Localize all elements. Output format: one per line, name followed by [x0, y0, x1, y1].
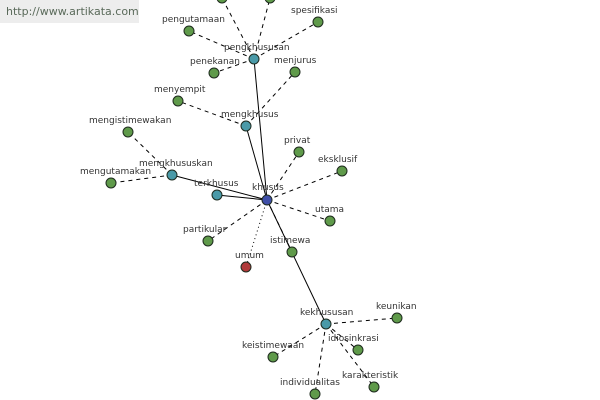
- node-penekanan[interactable]: [208, 67, 220, 79]
- edge-kekhususan-karakteristik: [325, 323, 375, 388]
- node-mengutamakan[interactable]: [105, 177, 117, 189]
- node-label-mengistimewakan[interactable]: mengistimewakan: [89, 116, 171, 126]
- node-label-pengutamaan[interactable]: pengutamaan: [162, 15, 225, 25]
- node-layer: [105, 0, 403, 400]
- node-label-umum[interactable]: umum: [235, 251, 264, 261]
- node-label-menyempit[interactable]: menyempit: [154, 85, 206, 95]
- node-pengutamaan[interactable]: [183, 25, 195, 37]
- node-label-pengkhususan[interactable]: pengkhususan: [224, 43, 290, 53]
- node-menyempit[interactable]: [172, 95, 184, 107]
- node-label-karakteristik[interactable]: karakteristik: [342, 371, 399, 381]
- node-label-mengkhususkan[interactable]: mengkhususkan: [139, 159, 213, 169]
- node-mengkhususkan[interactable]: [166, 169, 178, 181]
- edge-pengkhususan-top-b: [253, 0, 270, 60]
- edge-kekhususan-idiosinkrasi: [325, 323, 359, 351]
- node-label-terkhusus[interactable]: terkhusus: [194, 179, 239, 189]
- node-label-mengutamakan[interactable]: mengutamakan: [80, 167, 151, 177]
- node-label-penekanan[interactable]: penekanan: [190, 57, 240, 67]
- node-keunikan[interactable]: [391, 312, 403, 324]
- node-label-individualitas[interactable]: individualitas: [280, 378, 340, 388]
- edge-mengkhususkan-mengistimewakan: [127, 131, 173, 176]
- node-label-keunikan[interactable]: keunikan: [376, 302, 417, 312]
- edge-khusus-partikular: [207, 199, 268, 242]
- site-url-banner: http://www.artikata.com: [0, 0, 139, 23]
- node-privat[interactable]: [293, 146, 305, 158]
- node-partikular[interactable]: [202, 235, 214, 247]
- edge-kekhususan-keunikan: [325, 317, 398, 325]
- edge-pengkhususan-pengutamaan: [188, 30, 255, 60]
- edge-khusus-kekhususan: [266, 199, 327, 325]
- label-layer: khusus pengkhususan mengkhusus mengkhususka…: [80, 6, 417, 388]
- edge-khusus-eksklusif: [266, 170, 343, 201]
- node-umum[interactable]: [240, 261, 252, 273]
- node-utama[interactable]: [324, 215, 336, 227]
- node-top-b[interactable]: [264, 0, 276, 4]
- edge-pengkhususan-spesifikasi: [253, 21, 319, 60]
- node-kekhususan[interactable]: [320, 318, 332, 330]
- edge-khusus-mengkhusus: [245, 125, 268, 201]
- node-label-mengkhusus[interactable]: mengkhusus: [221, 110, 279, 120]
- site-url-link[interactable]: http://www.artikata.com: [6, 5, 139, 18]
- node-label-privat[interactable]: privat: [284, 136, 311, 146]
- node-label-kekhususan[interactable]: kekhususan: [300, 308, 353, 318]
- edge-khusus-pengkhususan: [253, 58, 268, 201]
- edge-pengkhususan-top-a: [222, 0, 255, 60]
- node-label-spesifikasi[interactable]: spesifikasi: [291, 6, 338, 16]
- edge-khusus-privat: [266, 151, 300, 201]
- edge-khusus-terkhusus: [216, 194, 268, 201]
- node-label-khusus[interactable]: khusus: [252, 183, 284, 193]
- edge-layer: [110, 0, 398, 395]
- edge-mengkhususkan-mengutamakan: [110, 174, 173, 184]
- node-label-eksklusif[interactable]: eksklusif: [318, 155, 358, 165]
- node-mengkhusus[interactable]: [240, 120, 252, 132]
- node-keistimewaan[interactable]: [267, 351, 279, 363]
- edge-khusus-istimewa: [266, 199, 293, 253]
- node-label-idiosinkrasi[interactable]: idiosinkrasi: [328, 334, 379, 344]
- node-individualitas[interactable]: [309, 388, 321, 400]
- node-label-istimewa[interactable]: istimewa: [270, 236, 310, 246]
- edge-pengkhususan-penekanan: [213, 58, 255, 74]
- edge-khusus-mengkhususkan: [171, 174, 268, 201]
- node-label-utama[interactable]: utama: [315, 205, 344, 215]
- node-spesifikasi[interactable]: [312, 16, 324, 28]
- node-eksklusif[interactable]: [336, 165, 348, 177]
- node-top-a[interactable]: [216, 0, 228, 4]
- node-label-keistimewaan[interactable]: keistimewaan: [242, 341, 304, 351]
- edge-khusus-utama: [266, 199, 331, 222]
- node-label-partikular[interactable]: partikular: [183, 225, 227, 235]
- edge-kekhususan-keistimewaan: [272, 323, 327, 358]
- node-khusus[interactable]: [261, 194, 273, 206]
- node-idiosinkrasi[interactable]: [352, 344, 364, 356]
- node-terkhusus[interactable]: [211, 189, 223, 201]
- node-mengistimewakan[interactable]: [122, 126, 134, 138]
- edge-kekhususan-individualitas: [314, 323, 327, 395]
- node-istimewa[interactable]: [286, 246, 298, 258]
- node-label-menjurus[interactable]: menjurus: [274, 56, 317, 66]
- node-menjurus[interactable]: [289, 66, 301, 78]
- node-karakteristik[interactable]: [368, 381, 380, 393]
- node-pengkhususan[interactable]: [248, 53, 260, 65]
